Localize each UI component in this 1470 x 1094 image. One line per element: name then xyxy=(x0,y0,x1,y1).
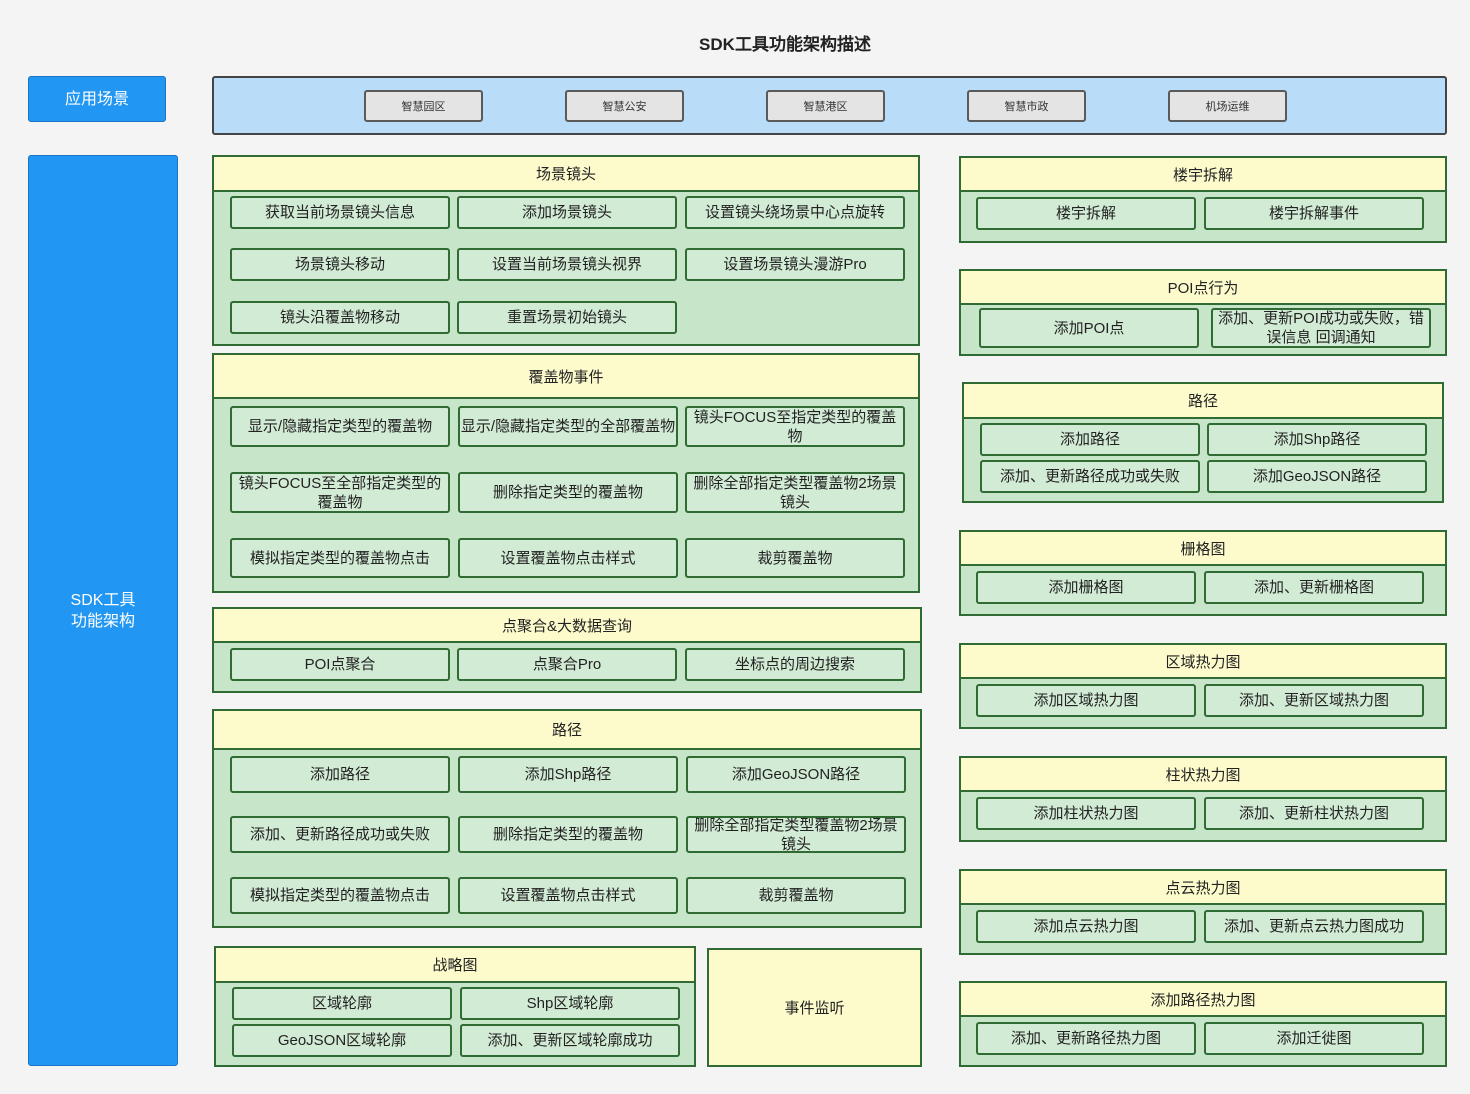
feature-item[interactable]: 添加、更新路径成功或失败 xyxy=(980,460,1200,493)
feature-item[interactable]: 添加POI点 xyxy=(979,308,1199,348)
feature-item[interactable]: 添加GeoJSON路径 xyxy=(686,756,906,793)
feature-item[interactable]: 区域轮廓 xyxy=(232,987,452,1020)
scene-item[interactable]: 智慧市政 xyxy=(967,90,1086,122)
feature-item[interactable]: 镜头FOCUS至指定类型的覆盖物 xyxy=(685,406,905,447)
feature-item[interactable]: 添加区域热力图 xyxy=(976,684,1196,717)
feature-item[interactable]: 删除全部指定类型覆盖物2场景镜头 xyxy=(686,816,906,853)
feature-item[interactable]: 模拟指定类型的覆盖物点击 xyxy=(230,538,450,578)
panel-title: 路径 xyxy=(964,384,1442,419)
event-listener-box[interactable]: 事件监听 xyxy=(707,948,922,1067)
feature-item[interactable]: 设置场景镜头漫游Pro xyxy=(685,248,905,281)
feature-item[interactable]: 裁剪覆盖物 xyxy=(686,877,906,914)
feature-item[interactable]: 添加、更新POI成功或失败，错误信息 回调通知 xyxy=(1211,308,1431,348)
feature-item[interactable]: 添加、更新路径成功或失败 xyxy=(230,816,450,853)
feature-item[interactable]: 裁剪覆盖物 xyxy=(685,538,905,578)
feature-item[interactable]: 添加路径 xyxy=(980,423,1200,456)
feature-item[interactable]: 添加点云热力图 xyxy=(976,910,1196,943)
sdk-architecture-label: SDK工具 功能架构 xyxy=(28,155,178,1066)
feature-item[interactable]: 删除指定类型的覆盖物 xyxy=(458,816,678,853)
feature-item[interactable]: 设置当前场景镜头视界 xyxy=(457,248,677,281)
panel-title: 覆盖物事件 xyxy=(214,355,918,399)
feature-item[interactable]: 镜头沿覆盖物移动 xyxy=(230,301,450,334)
panel-title: 路径 xyxy=(214,711,920,750)
scene-item[interactable]: 智慧园区 xyxy=(364,90,483,122)
feature-item[interactable]: GeoJSON区域轮廓 xyxy=(232,1024,452,1057)
feature-item[interactable]: 添加、更新栅格图 xyxy=(1204,571,1424,604)
feature-item[interactable]: 获取当前场景镜头信息 xyxy=(230,196,450,229)
feature-item[interactable]: 镜头FOCUS至全部指定类型的覆盖物 xyxy=(230,472,450,513)
panel-title: 点云热力图 xyxy=(961,871,1445,905)
feature-item[interactable]: 添加迁徙图 xyxy=(1204,1022,1424,1055)
feature-item[interactable]: 添加Shp路径 xyxy=(458,756,678,793)
page-title: SDK工具功能架构描述 xyxy=(699,35,871,54)
app-scenario-label: 应用场景 xyxy=(28,76,166,122)
feature-item[interactable]: 添加栅格图 xyxy=(976,571,1196,604)
feature-item[interactable]: 添加柱状热力图 xyxy=(976,797,1196,830)
feature-item[interactable]: 添加、更新点云热力图成功 xyxy=(1204,910,1424,943)
feature-item[interactable]: 添加路径 xyxy=(230,756,450,793)
panel-title: 柱状热力图 xyxy=(961,758,1445,792)
feature-item[interactable]: 模拟指定类型的覆盖物点击 xyxy=(230,877,450,914)
scene-item[interactable]: 智慧公安 xyxy=(565,90,684,122)
feature-item[interactable]: 显示/隐藏指定类型的覆盖物 xyxy=(230,406,450,447)
feature-item[interactable]: 添加、更新区域轮廓成功 xyxy=(460,1024,680,1057)
scene-item[interactable]: 智慧港区 xyxy=(766,90,885,122)
panel-title: 场景镜头 xyxy=(214,157,918,192)
feature-item[interactable]: 场景镜头移动 xyxy=(230,248,450,281)
feature-item[interactable]: 删除全部指定类型覆盖物2场景镜头 xyxy=(685,472,905,513)
panel-title: 添加路径热力图 xyxy=(961,983,1445,1017)
panel-title: 点聚合&大数据查询 xyxy=(214,609,920,643)
feature-item[interactable]: 添加Shp路径 xyxy=(1207,423,1427,456)
feature-item[interactable]: POI点聚合 xyxy=(230,648,450,681)
feature-item[interactable]: 楼宇拆解 xyxy=(976,197,1196,230)
feature-item[interactable]: 坐标点的周边搜索 xyxy=(685,648,905,681)
panel-title: POI点行为 xyxy=(961,271,1445,305)
feature-item[interactable]: 删除指定类型的覆盖物 xyxy=(458,472,678,513)
feature-item[interactable]: 显示/隐藏指定类型的全部覆盖物 xyxy=(458,406,678,447)
panel-title: 楼宇拆解 xyxy=(961,158,1445,192)
panel-title: 栅格图 xyxy=(961,532,1445,566)
feature-item[interactable]: 点聚合Pro xyxy=(457,648,677,681)
panel-title: 战略图 xyxy=(216,948,694,983)
feature-item[interactable]: 设置覆盖物点击样式 xyxy=(458,538,678,578)
feature-item[interactable]: 添加、更新柱状热力图 xyxy=(1204,797,1424,830)
feature-item[interactable]: 添加、更新区域热力图 xyxy=(1204,684,1424,717)
feature-item[interactable]: Shp区域轮廓 xyxy=(460,987,680,1020)
feature-item[interactable]: 添加GeoJSON路径 xyxy=(1207,460,1427,493)
feature-item[interactable]: 重置场景初始镜头 xyxy=(457,301,677,334)
feature-item[interactable]: 楼宇拆解事件 xyxy=(1204,197,1424,230)
feature-item[interactable]: 添加场景镜头 xyxy=(457,196,677,229)
scene-item[interactable]: 机场运维 xyxy=(1168,90,1287,122)
panel-title: 区域热力图 xyxy=(961,645,1445,679)
feature-item[interactable]: 添加、更新路径热力图 xyxy=(976,1022,1196,1055)
feature-item[interactable]: 设置镜头绕场景中心点旋转 xyxy=(685,196,905,229)
feature-item[interactable]: 设置覆盖物点击样式 xyxy=(458,877,678,914)
